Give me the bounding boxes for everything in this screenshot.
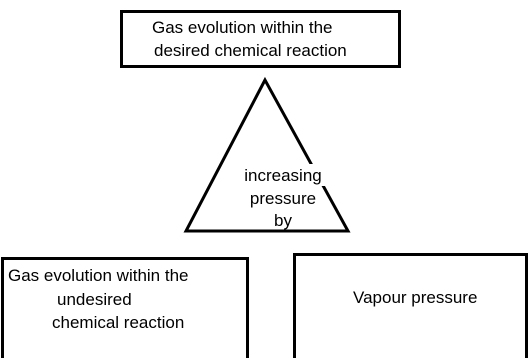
desired-reaction-line1: Gas evolution within the [152, 18, 333, 37]
vapour-pressure-box: Vapour pressure [293, 253, 528, 358]
desired-reaction-box: Gas evolution within the desired chemica… [120, 10, 401, 68]
undesired-reaction-line1: Gas evolution within the [8, 266, 189, 285]
triangle-label-line1: increasing [244, 166, 322, 185]
triangle-label-line2: pressure [250, 189, 316, 208]
triangle-label-line3: by [274, 211, 292, 230]
desired-reaction-line2: desired chemical reaction [154, 41, 347, 60]
undesired-reaction-line3: chemical reaction [52, 313, 185, 332]
triangle-text-mask [227, 164, 340, 186]
undesired-reaction-box: Gas evolution within the undesired chemi… [1, 257, 249, 358]
vapour-pressure-label: Vapour pressure [353, 288, 478, 307]
triangle-shape [183, 76, 351, 233]
undesired-reaction-line2: undesired [57, 290, 132, 309]
